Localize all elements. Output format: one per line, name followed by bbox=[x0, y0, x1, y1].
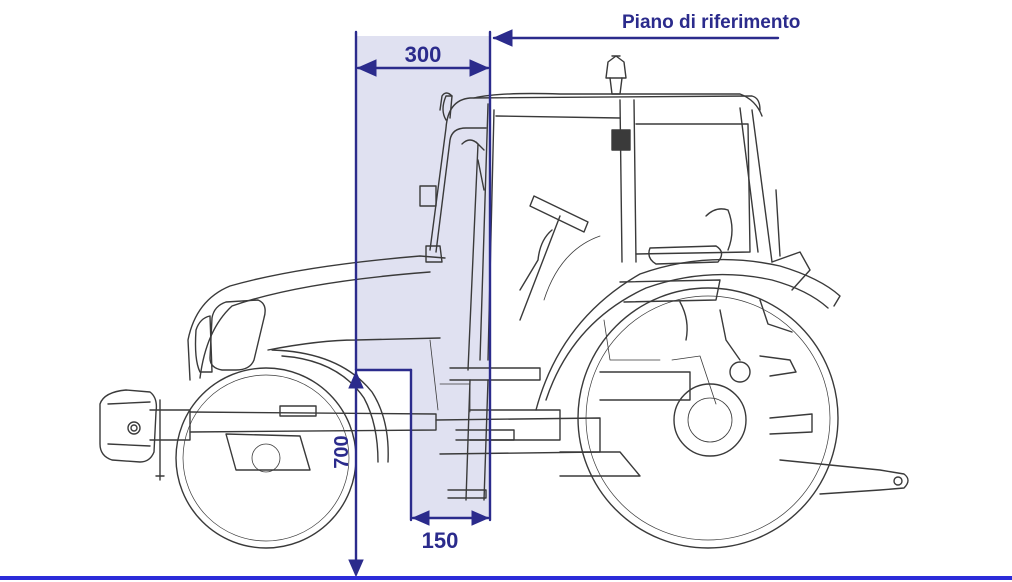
height-arrow-bottom bbox=[348, 559, 364, 578]
rear-linkage bbox=[719, 299, 909, 495]
front-weights bbox=[99, 389, 191, 481]
top-width-arrow-right bbox=[469, 59, 490, 77]
front-fender bbox=[271, 349, 389, 463]
cab-door bbox=[419, 139, 485, 371]
reference-plane-label: Piano di riferimento bbox=[622, 12, 800, 33]
height-arrow-top bbox=[348, 370, 364, 389]
beacon-light bbox=[605, 55, 627, 95]
top-width-label: 300 bbox=[405, 42, 442, 67]
rear-wheel bbox=[577, 287, 839, 549]
engine-hood bbox=[187, 255, 446, 381]
rear-fender bbox=[535, 189, 841, 411]
bottom-width-arrow-right bbox=[471, 510, 490, 526]
tractor-outline bbox=[99, 55, 909, 549]
front-wheel bbox=[175, 367, 357, 549]
reference-zone bbox=[356, 36, 490, 518]
dimension-lines bbox=[348, 29, 780, 578]
top-width-arrow-left bbox=[356, 59, 377, 77]
reference-pointer-arrow bbox=[492, 29, 513, 47]
transmission-details bbox=[429, 235, 717, 413]
chassis bbox=[189, 371, 691, 477]
cab-steps bbox=[447, 367, 541, 501]
bottom-width-label: 150 bbox=[422, 528, 459, 553]
steering-wheel bbox=[519, 195, 589, 321]
height-label: 700 bbox=[331, 435, 353, 468]
bottom-width-arrow-left bbox=[411, 510, 430, 526]
mirror bbox=[611, 129, 631, 151]
